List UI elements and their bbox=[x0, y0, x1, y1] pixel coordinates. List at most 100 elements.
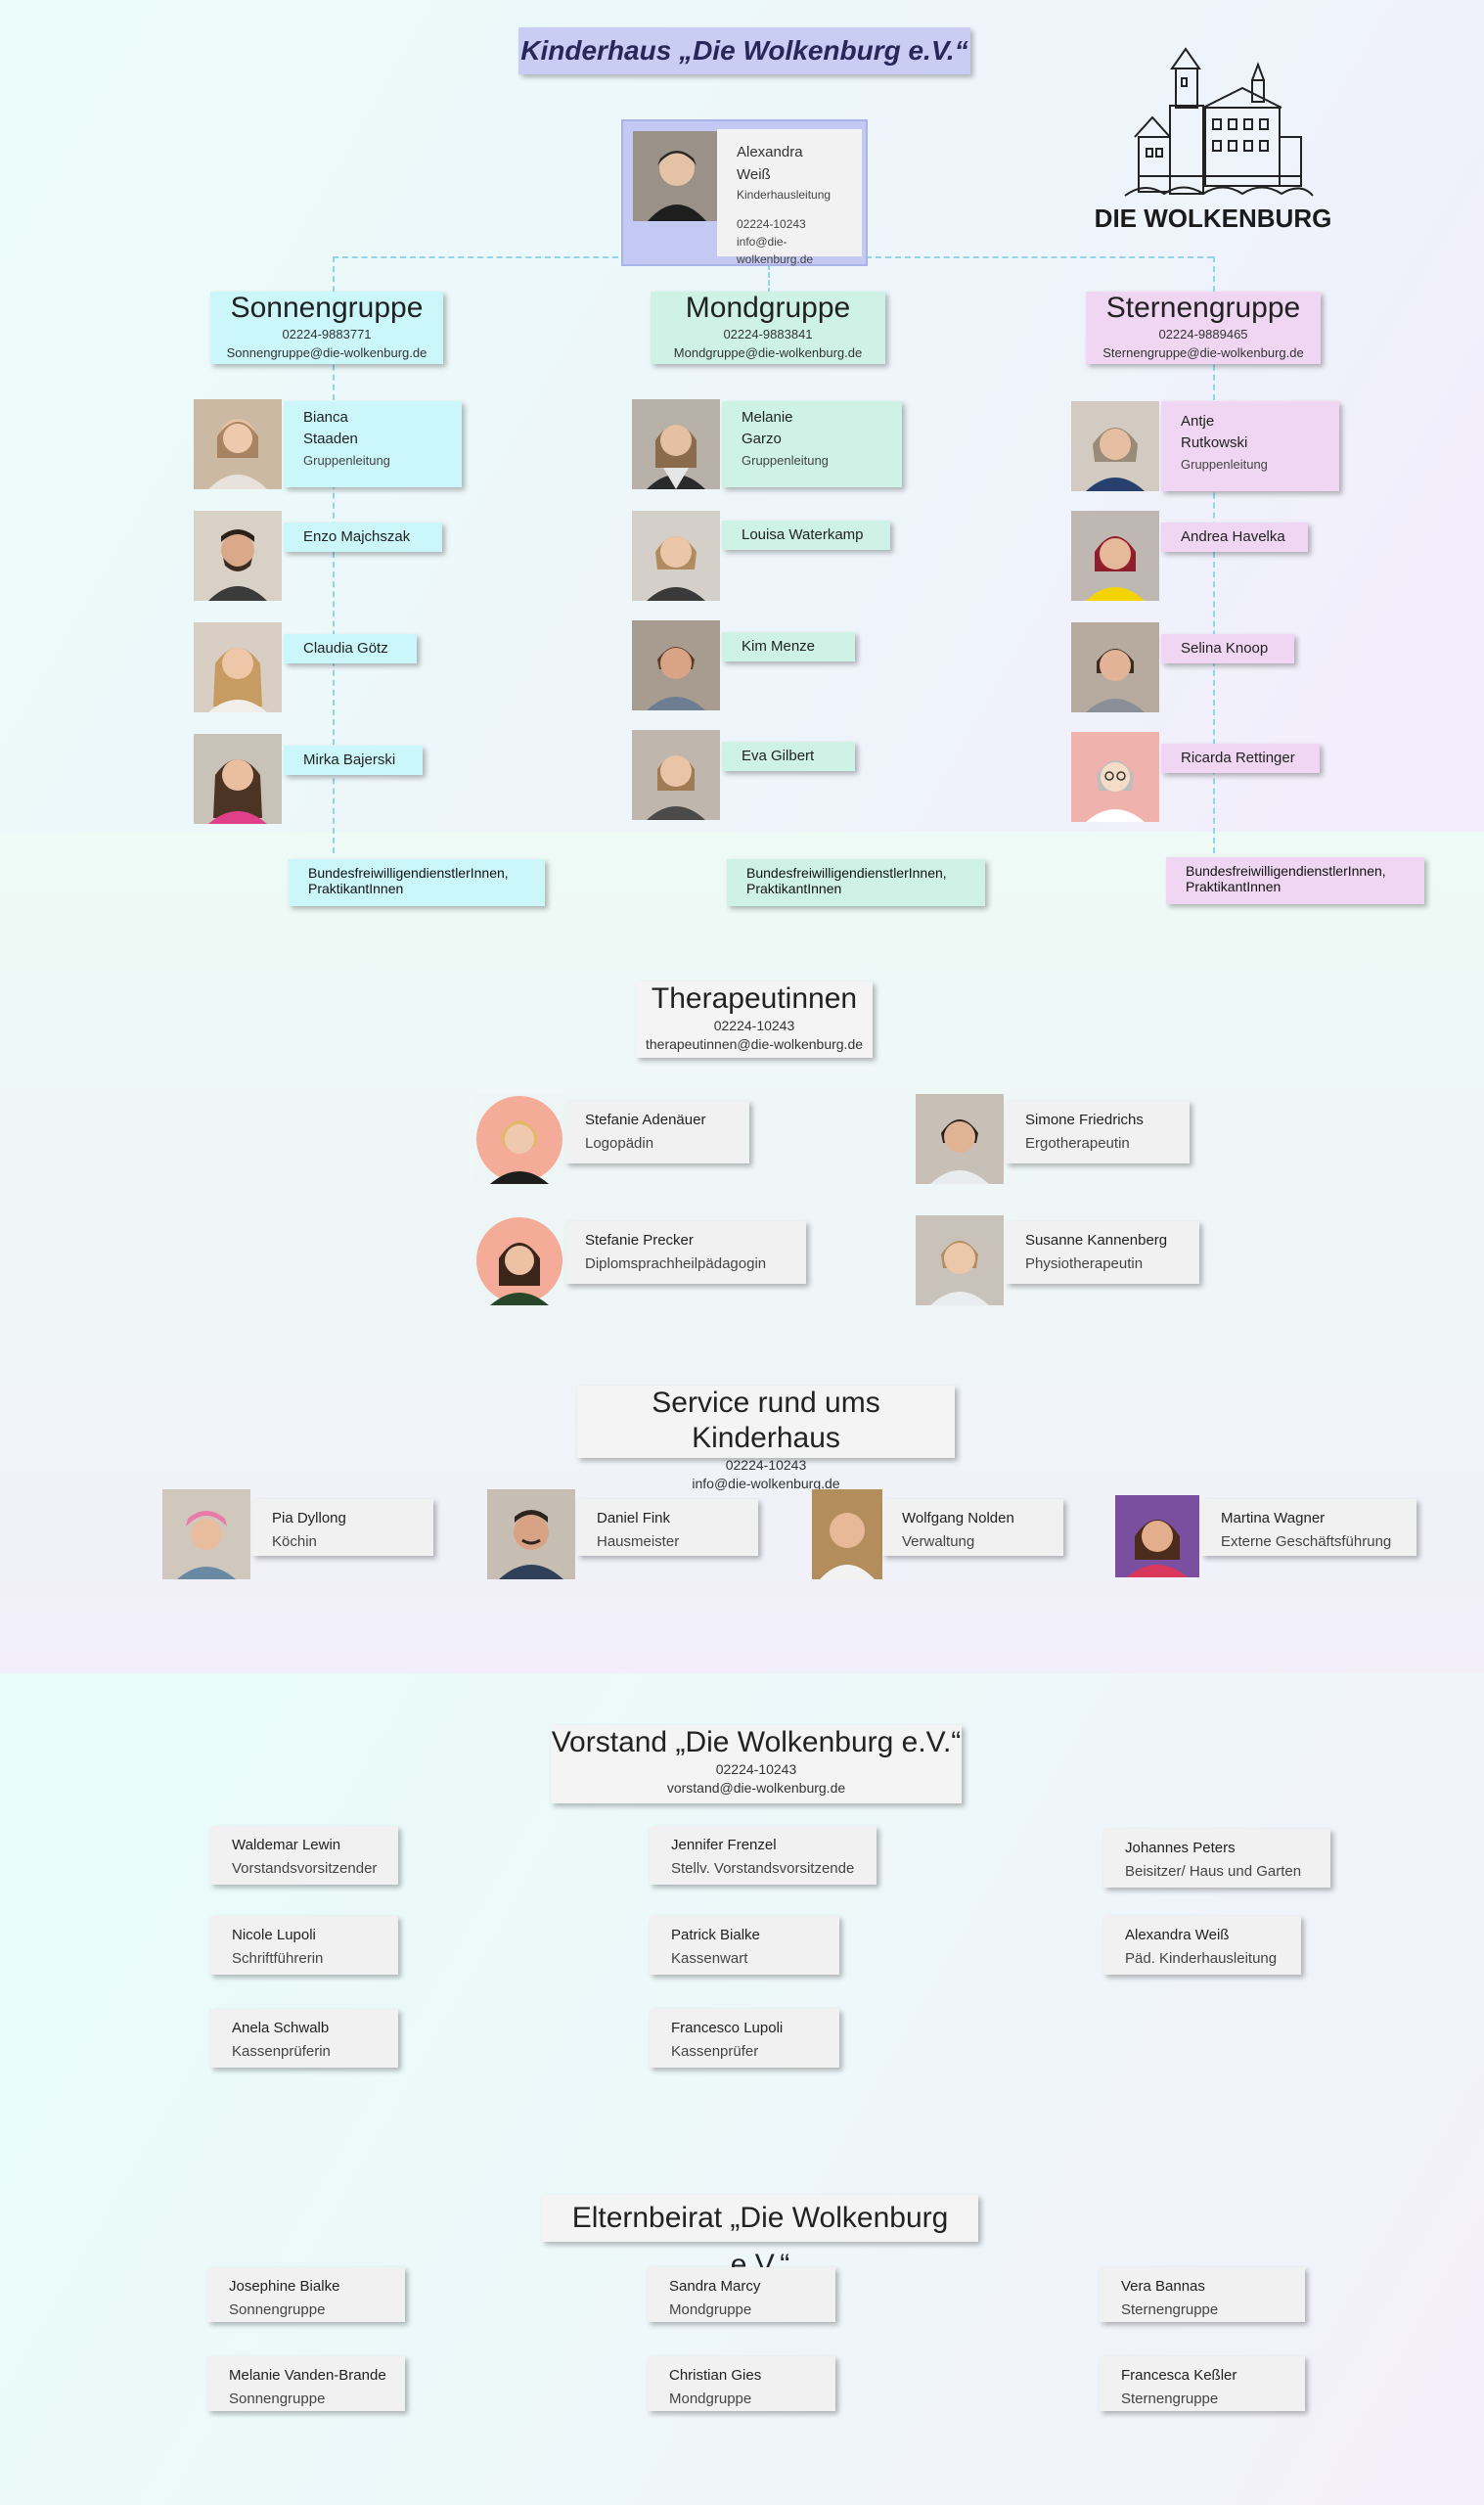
section-name: Therapeutinnen bbox=[651, 982, 858, 1015]
council-header: Elternbeirat „Die Wolkenburg e.V.“ bbox=[542, 2195, 978, 2281]
council-member-card: Francesca Keßler Sternengruppe bbox=[1100, 2356, 1305, 2411]
board-member-role: Kassenwart bbox=[671, 1950, 748, 1967]
photo-selina-knoop bbox=[1071, 622, 1159, 712]
council-member-group: Sonnengruppe bbox=[229, 2301, 326, 2318]
group-header-sternengruppe: Sternengruppe 02224-9889465 Sternengrupp… bbox=[1086, 292, 1321, 364]
photo-eva-gilbert bbox=[632, 730, 720, 820]
board-member-card: Alexandra Weiß Päd. Kinderhausleitung bbox=[1103, 1916, 1301, 1975]
council-member-name: Christian Gies bbox=[669, 2367, 762, 2384]
lead-role: Gruppenleitung bbox=[742, 453, 829, 468]
member-card: Enzo Majchszak bbox=[284, 523, 442, 552]
service-card: Daniel Fink Hausmeister bbox=[577, 1499, 758, 1556]
photo-stefanie-precker bbox=[475, 1215, 563, 1305]
council-member-group: Sternengruppe bbox=[1121, 2391, 1219, 2407]
lead-last-name: Staaden bbox=[303, 431, 358, 447]
photo-simone-friedrichs bbox=[916, 1094, 1004, 1184]
section-phone: 02224-10243 bbox=[725, 1457, 807, 1473]
photo-claudia-goetz bbox=[194, 622, 282, 712]
director-role: Kinderhausleitung bbox=[737, 188, 832, 202]
volunteers-sonnengruppe: BundesfreiwilligendienstlerInnen, Prakti… bbox=[289, 859, 545, 906]
board-member-card: Johannes Peters Beisitzer/ Haus und Gart… bbox=[1103, 1829, 1330, 1888]
group-phone: 02224-9883841 bbox=[723, 327, 813, 342]
page-title: Kinderhaus „Die Wolkenburg e.V.“ bbox=[518, 27, 970, 74]
board-member-name: Johannes Peters bbox=[1125, 1840, 1236, 1856]
therapist-name: Simone Friedrichs bbox=[1025, 1112, 1144, 1128]
group-email[interactable]: Sternengruppe@die-wolkenburg.de bbox=[1102, 345, 1304, 360]
director-photo bbox=[633, 131, 721, 221]
therapist-name: Susanne Kannenberg bbox=[1025, 1232, 1168, 1249]
service-role: Hausmeister bbox=[597, 1533, 680, 1550]
lead-card-sternengruppe: Antje Rutkowski Gruppenleitung bbox=[1161, 401, 1339, 491]
castle-logo-icon: DIE WOLKENBURG bbox=[1095, 20, 1331, 235]
therapist-role: Diplomsprachheilpädagogin bbox=[585, 1255, 767, 1272]
therapist-card: Susanne Kannenberg Physiotherapeutin bbox=[1006, 1221, 1199, 1284]
group-email[interactable]: Sonnengruppe@die-wolkenburg.de bbox=[226, 345, 427, 360]
council-member-name: Sandra Marcy bbox=[669, 2278, 761, 2295]
service-role: Verwaltung bbox=[902, 1533, 975, 1550]
lead-first-name: Antje bbox=[1181, 413, 1215, 430]
section-email[interactable]: info@die-wolkenburg.de bbox=[692, 1476, 840, 1491]
council-member-name: Melanie Vanden-Brande bbox=[229, 2367, 386, 2384]
logo-text: DIE WOLKENBURG bbox=[1096, 204, 1330, 233]
service-name: Pia Dyllong bbox=[272, 1510, 346, 1526]
section-email[interactable]: vorstand@die-wolkenburg.de bbox=[666, 1780, 846, 1796]
service-role: Köchin bbox=[272, 1533, 317, 1550]
board-member-card: Waldemar Lewin Vorstandsvorsitzender bbox=[210, 1826, 398, 1885]
council-member-name: Vera Bannas bbox=[1121, 2278, 1205, 2295]
member-card: Selina Knoop bbox=[1161, 634, 1294, 663]
board-member-card: Jennifer Frenzel Stellv. Vorstandsvorsit… bbox=[650, 1826, 877, 1885]
connector-mondgruppe bbox=[768, 264, 770, 294]
service-name: Wolfgang Nolden bbox=[902, 1510, 1014, 1526]
service-card: Martina Wagner Externe Geschäftsführung bbox=[1201, 1499, 1417, 1556]
service-header: Service rund ums Kinderhaus 02224-10243 … bbox=[577, 1386, 955, 1491]
member-card: Kim Menze bbox=[722, 632, 855, 661]
photo-bianca-staaden bbox=[194, 399, 282, 489]
director-first-name: Alexandra bbox=[737, 144, 803, 160]
therapist-card: Stefanie Adenäuer Logopädin bbox=[565, 1101, 749, 1163]
group-name: Sonnengruppe bbox=[230, 292, 424, 324]
photo-wolfgang-nolden bbox=[812, 1489, 882, 1579]
director-email[interactable]: info@die-wolkenburg.de bbox=[737, 235, 814, 266]
section-name: Vorstand „Die Wolkenburg e.V.“ bbox=[551, 1726, 962, 1758]
council-member-name: Francesca Keßler bbox=[1121, 2367, 1237, 2384]
director-card: Alexandra Weiß Kinderhausleitung 02224-1… bbox=[621, 119, 868, 266]
member-card: Andrea Havelka bbox=[1161, 523, 1308, 552]
photo-mirka-bajerski bbox=[194, 734, 282, 824]
photo-stefanie-adenaeuer bbox=[475, 1094, 563, 1184]
section-phone: 02224-10243 bbox=[713, 1018, 795, 1033]
board-member-role: Schriftführerin bbox=[232, 1950, 324, 1967]
member-card: Mirka Bajerski bbox=[284, 746, 423, 775]
council-member-name: Josephine Bialke bbox=[229, 2278, 340, 2295]
lead-first-name: Melanie bbox=[742, 409, 793, 426]
connector-left bbox=[333, 256, 618, 258]
therapist-role: Ergotherapeutin bbox=[1025, 1135, 1130, 1152]
lead-last-name: Rutkowski bbox=[1181, 434, 1248, 451]
board-member-card: Nicole Lupoli Schriftführerin bbox=[210, 1916, 398, 1975]
council-member-group: Sternengruppe bbox=[1121, 2301, 1219, 2318]
council-member-group: Mondgruppe bbox=[669, 2301, 752, 2318]
board-member-role: Kassenprüferin bbox=[232, 2043, 331, 2060]
member-card: Ricarda Rettinger bbox=[1161, 744, 1320, 773]
group-name: Mondgruppe bbox=[685, 292, 851, 324]
board-member-role: Päd. Kinderhausleitung bbox=[1125, 1950, 1278, 1967]
group-phone: 02224-9883771 bbox=[282, 327, 372, 342]
group-phone: 02224-9889465 bbox=[1158, 327, 1248, 342]
board-member-card: Patrick Bialke Kassenwart bbox=[650, 1916, 839, 1975]
board-member-role: Stellv. Vorstandsvorsitzende bbox=[671, 1860, 855, 1877]
service-card: Pia Dyllong Köchin bbox=[252, 1499, 433, 1556]
council-member-card: Vera Bannas Sternengruppe bbox=[1100, 2267, 1305, 2322]
photo-antje-rutkowski bbox=[1071, 401, 1159, 491]
board-member-name: Patrick Bialke bbox=[671, 1927, 760, 1943]
council-member-group: Sonnengruppe bbox=[229, 2391, 326, 2407]
lead-role: Gruppenleitung bbox=[303, 453, 390, 468]
member-card: Claudia Götz bbox=[284, 634, 417, 663]
volunteers-sternengruppe: BundesfreiwilligendienstlerInnen, Prakti… bbox=[1166, 857, 1424, 904]
board-member-name: Anela Schwalb bbox=[232, 2020, 330, 2036]
photo-ricarda-rettinger bbox=[1071, 732, 1159, 822]
group-header-sonnengruppe: Sonnengruppe 02224-9883771 Sonnengruppe@… bbox=[210, 292, 443, 364]
section-email[interactable]: therapeutinnen@die-wolkenburg.de bbox=[645, 1036, 864, 1052]
lead-card-mondgruppe: Melanie Garzo Gruppenleitung bbox=[722, 401, 902, 487]
section-name: Service rund ums Kinderhaus bbox=[652, 1387, 880, 1454]
group-email[interactable]: Mondgruppe@die-wolkenburg.de bbox=[673, 345, 863, 360]
board-member-role: Vorstandsvorsitzender bbox=[232, 1860, 378, 1877]
